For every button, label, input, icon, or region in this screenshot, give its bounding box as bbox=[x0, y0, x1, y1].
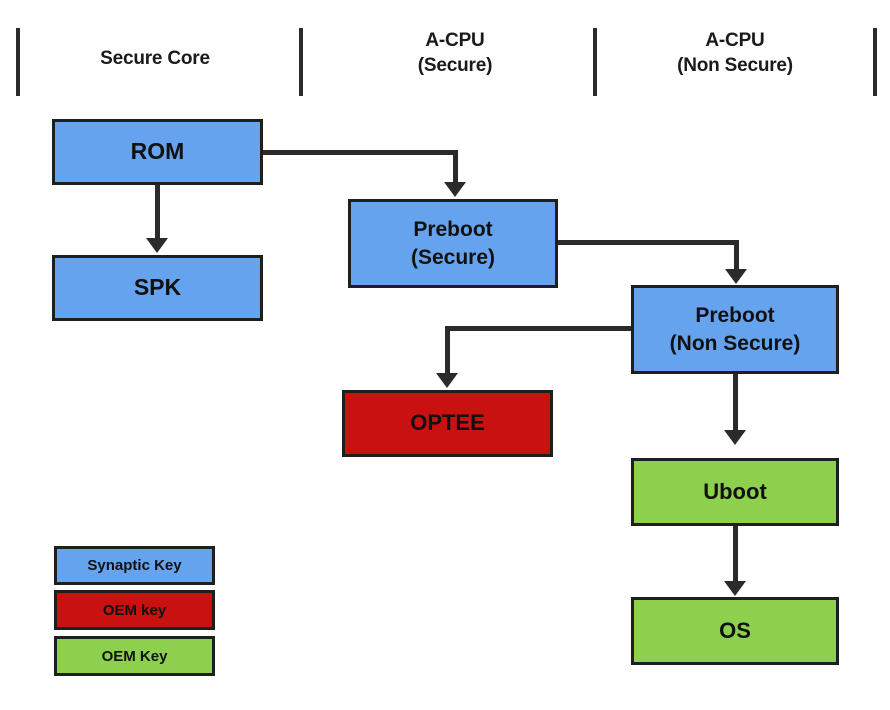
column-divider-right bbox=[873, 28, 877, 96]
edge-preboot-secure-to-nonsecure-v bbox=[734, 240, 739, 270]
edge-preboot-nonsecure-to-optee-v bbox=[445, 326, 450, 374]
node-optee-label: OPTEE bbox=[410, 410, 485, 436]
column-divider-2 bbox=[593, 28, 597, 96]
node-uboot-label: Uboot bbox=[703, 478, 767, 504]
column-header-a-cpu-secure: A-CPU (Secure) bbox=[417, 30, 493, 77]
node-rom-label: ROM bbox=[130, 138, 185, 165]
edge-preboot-secure-to-nonsecure-arrowhead bbox=[725, 269, 747, 284]
legend-item-oem-key-red: OEM key bbox=[54, 590, 215, 630]
node-preboot-secure[interactable]: Preboot (Secure) bbox=[348, 199, 558, 288]
node-optee[interactable]: OPTEE bbox=[342, 390, 553, 457]
column-header-secure-core: Secure Core bbox=[100, 48, 210, 69]
node-rom[interactable]: ROM bbox=[52, 119, 263, 185]
edge-uboot-to-os-v bbox=[733, 525, 738, 582]
node-preboot-non-secure[interactable]: Preboot (Non Secure) bbox=[631, 285, 839, 374]
column-header-a-cpu-non-secure: A-CPU (Non Secure) bbox=[677, 30, 793, 77]
node-os[interactable]: OS bbox=[631, 597, 839, 665]
node-preboot-secure-label: Preboot (Secure) bbox=[410, 218, 496, 269]
column-divider-left bbox=[16, 28, 20, 96]
legend-item-synaptic-key: Synaptic Key bbox=[54, 546, 215, 585]
edge-rom-to-preboot-secure-v bbox=[453, 150, 458, 183]
legend-item-oem-key-green: OEM Key bbox=[54, 636, 215, 676]
edge-preboot-nonsecure-to-optee-arrowhead bbox=[436, 373, 458, 388]
legend-item-oem-key-red-label: OEM key bbox=[102, 601, 167, 619]
column-divider-1 bbox=[299, 28, 303, 96]
node-preboot-non-secure-label: Preboot (Non Secure) bbox=[669, 304, 801, 355]
edge-uboot-to-os-arrowhead bbox=[724, 581, 746, 596]
edge-preboot-nonsecure-to-uboot-arrowhead bbox=[724, 430, 746, 445]
edge-rom-to-spk-segment bbox=[155, 184, 160, 239]
legend-item-synaptic-key-label: Synaptic Key bbox=[87, 557, 182, 574]
node-uboot[interactable]: Uboot bbox=[631, 458, 839, 526]
edge-rom-to-preboot-secure-arrowhead bbox=[444, 182, 466, 197]
node-os-label: OS bbox=[719, 617, 751, 643]
edge-preboot-nonsecure-to-optee-h bbox=[445, 326, 635, 331]
edge-rom-to-spk-arrowhead bbox=[146, 238, 168, 253]
edge-preboot-nonsecure-to-uboot-v bbox=[733, 374, 738, 431]
legend-item-oem-key-green-label: OEM Key bbox=[101, 647, 168, 665]
edge-rom-to-preboot-secure-h bbox=[261, 150, 458, 155]
node-spk[interactable]: SPK bbox=[52, 255, 263, 321]
edge-preboot-secure-to-nonsecure-h bbox=[556, 240, 739, 245]
node-spk-label: SPK bbox=[133, 274, 182, 301]
